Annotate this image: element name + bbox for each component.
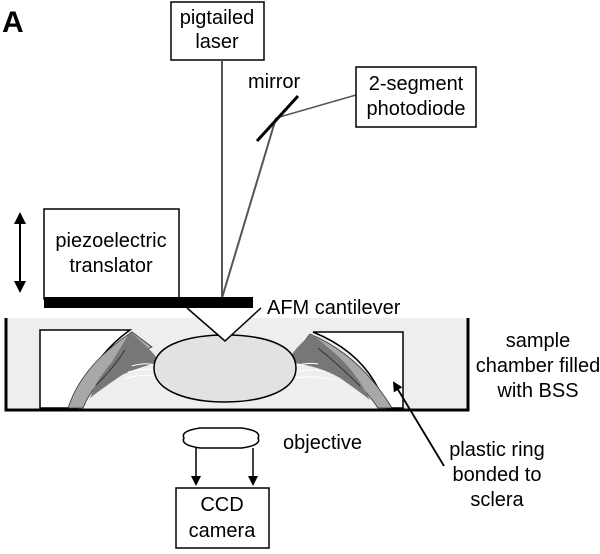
camera-label-line2: camera [189, 520, 257, 542]
sample-chamber [4, 318, 470, 412]
piezo-label-line1: piezoelectric [55, 230, 166, 252]
photodiode-label-line2: photodiode [367, 98, 466, 120]
photodiode-label-line1: 2-segment [369, 73, 464, 95]
mirror-label: mirror [248, 71, 301, 93]
tissue-left [67, 331, 160, 409]
afm-tip [186, 307, 262, 343]
camera-box: CCD camera [175, 487, 270, 549]
zonular-fibers [123, 362, 335, 381]
ring-pointer [392, 381, 445, 467]
chamber-label-line3: with BSS [496, 380, 578, 402]
cantilever-label: AFM cantilever [267, 297, 401, 319]
tissue-right [288, 333, 393, 409]
objective-label: objective [283, 432, 362, 454]
laser-box: pigtailed laser [170, 1, 265, 61]
laser-label-line1: pigtailed [180, 7, 255, 29]
objective-lens [182, 427, 260, 449]
motion-arrow [14, 212, 26, 293]
ring-label-line3: sclera [470, 489, 524, 511]
camera-label-line1: CCD [200, 494, 243, 516]
ring-label-line2: bonded to [453, 464, 542, 486]
ring-label-line1: plastic ring [449, 439, 545, 461]
panel-label: A [2, 6, 24, 39]
piezo-box: piezoelectric translator [43, 208, 180, 300]
afm-cantilever [44, 297, 253, 308]
photodiode-box: 2-segment photodiode [355, 66, 477, 128]
mirror [255, 94, 300, 143]
laser-label-line2: laser [195, 31, 239, 53]
piezo-label-line2: translator [69, 255, 153, 277]
chamber-label-line2: chamber filled [476, 355, 600, 377]
lens [153, 334, 297, 403]
chamber-label-line1: sample [506, 330, 570, 352]
laser-beam [221, 60, 357, 299]
